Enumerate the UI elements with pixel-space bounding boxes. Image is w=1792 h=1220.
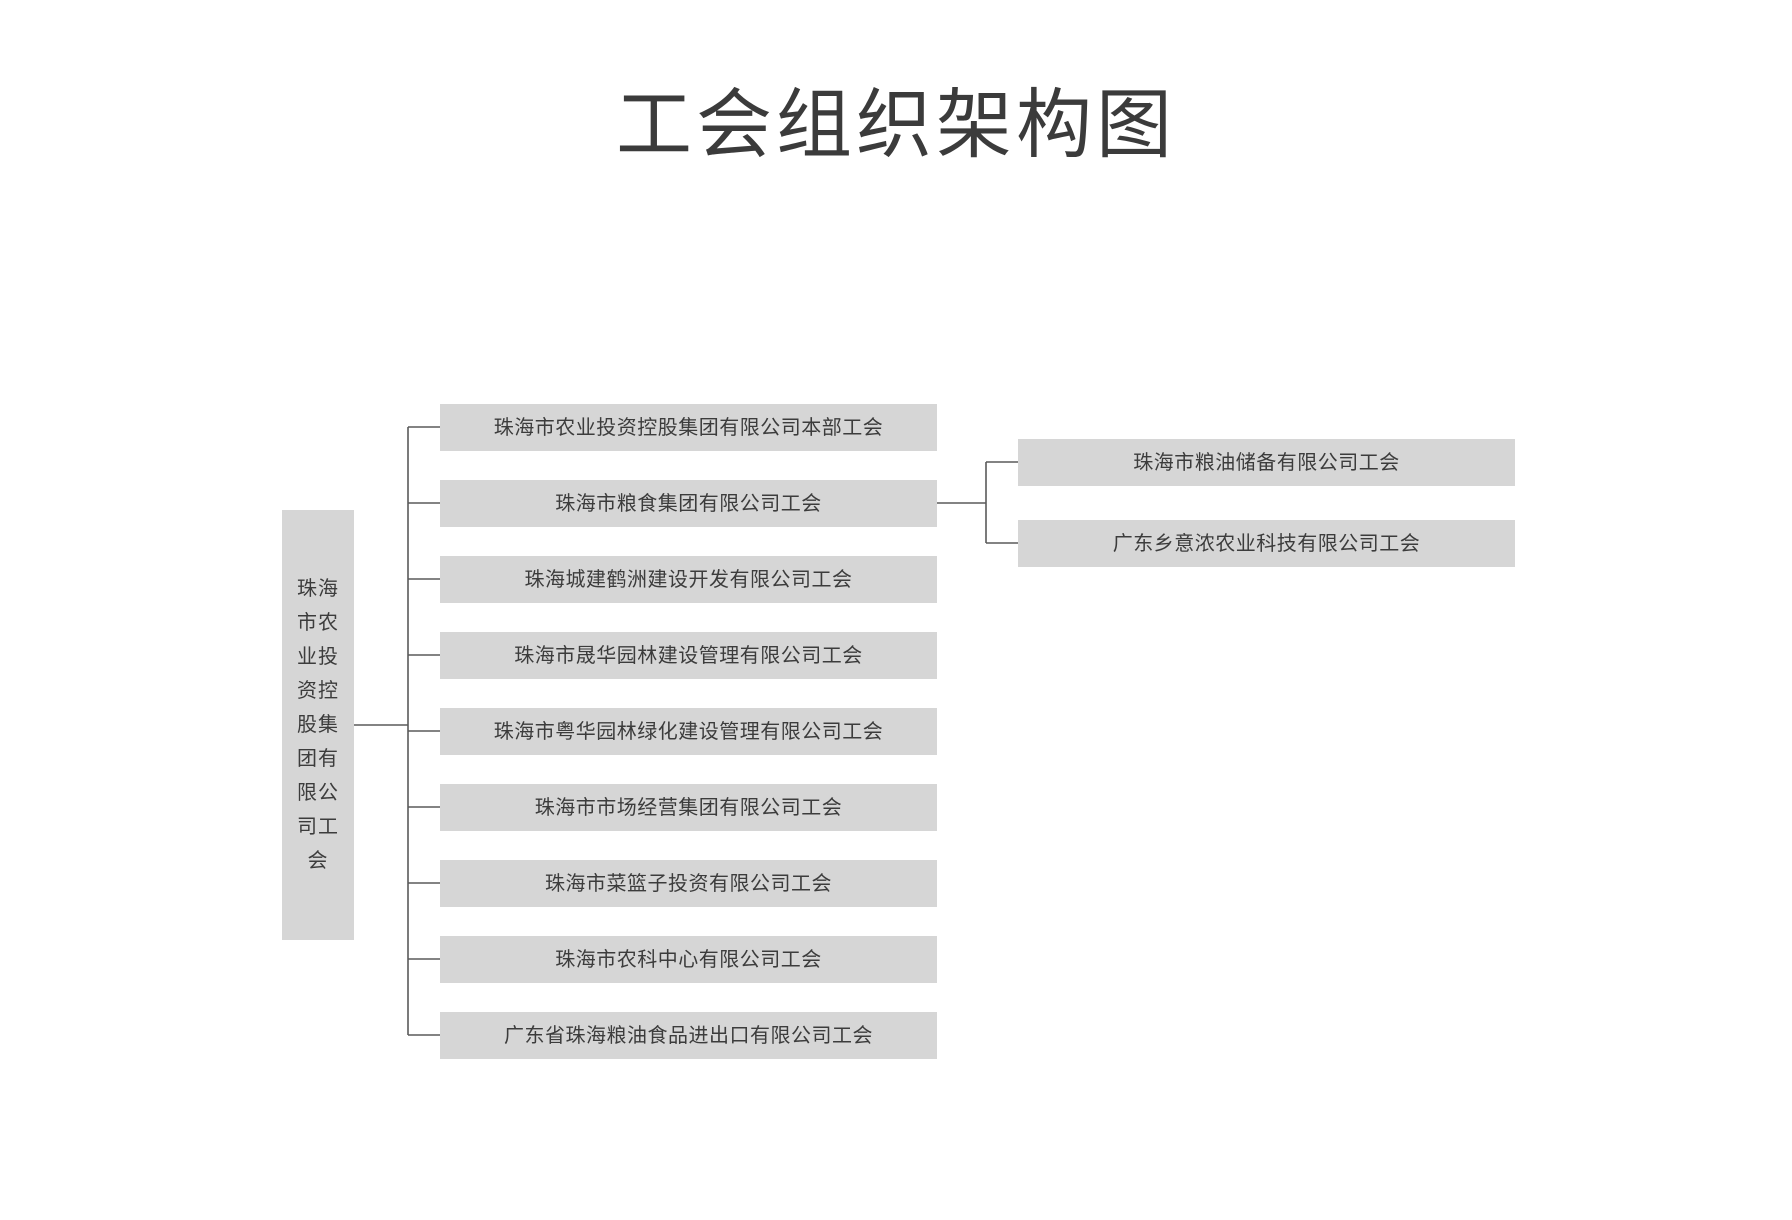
- org-node-n7[interactable]: 珠海市菜篮子投资有限公司工会: [440, 860, 937, 907]
- org-node-label: 珠海市农业投资控股集团有限公司本部工会: [493, 416, 884, 439]
- org-node-label: 珠海市农科中心有限公司工会: [555, 948, 822, 971]
- org-node-label: 广东省珠海粮油食品进出口有限公司工会: [504, 1024, 873, 1047]
- org-node-label: 珠海市菜篮子投资有限公司工会: [545, 872, 832, 895]
- org-node-n6[interactable]: 珠海市市场经营集团有限公司工会: [440, 784, 937, 831]
- org-node-label: 珠海市粤华园林绿化建设管理有限公司工会: [493, 720, 884, 743]
- org-node-label: 珠海市粮食集团有限公司工会: [555, 492, 822, 515]
- org-node-root[interactable]: 珠海市农业投资控股集团有限公司工会: [282, 510, 354, 940]
- org-node-n3[interactable]: 珠海城建鹤洲建设开发有限公司工会: [440, 556, 937, 603]
- org-node-label: 珠海城建鹤洲建设开发有限公司工会: [524, 568, 853, 591]
- org-node-label: 珠海市粮油储备有限公司工会: [1133, 451, 1400, 474]
- org-node-s1[interactable]: 珠海市粮油储备有限公司工会: [1018, 439, 1515, 486]
- org-node-n1[interactable]: 珠海市农业投资控股集团有限公司本部工会: [440, 404, 937, 451]
- org-node-n4[interactable]: 珠海市晟华园林建设管理有限公司工会: [440, 632, 937, 679]
- org-node-n9[interactable]: 广东省珠海粮油食品进出口有限公司工会: [440, 1012, 937, 1059]
- org-node-n5[interactable]: 珠海市粤华园林绿化建设管理有限公司工会: [440, 708, 937, 755]
- org-node-s2[interactable]: 广东乡意浓农业科技有限公司工会: [1018, 520, 1515, 567]
- org-node-label: 珠海市晟华园林建设管理有限公司工会: [514, 644, 863, 667]
- org-node-label: 广东乡意浓农业科技有限公司工会: [1112, 532, 1421, 555]
- org-node-label: 珠海市农业投资控股集团有限公司工会: [297, 578, 339, 872]
- org-node-label: 珠海市市场经营集团有限公司工会: [534, 796, 843, 819]
- org-node-n8[interactable]: 珠海市农科中心有限公司工会: [440, 936, 937, 983]
- page-title: 工会组织架构图: [616, 83, 1176, 168]
- org-node-n2[interactable]: 珠海市粮食集团有限公司工会: [440, 480, 937, 527]
